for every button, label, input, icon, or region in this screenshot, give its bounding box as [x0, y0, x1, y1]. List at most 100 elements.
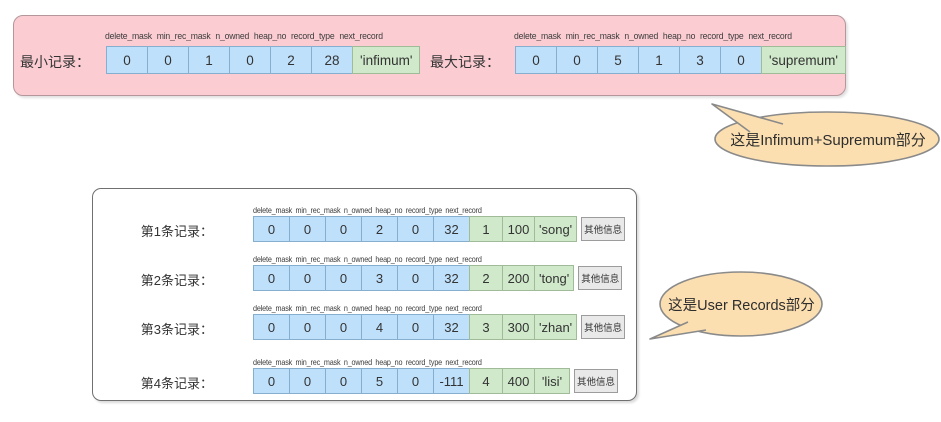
record-4-label: 第4条记录：	[140, 376, 213, 391]
min-delete-mask-cell: 0	[106, 46, 148, 74]
field-header-label: delete_mask	[253, 357, 293, 367]
field-header-label: next_record	[445, 254, 482, 264]
other-info-cell: 其他信息	[581, 315, 626, 339]
column2-cell: 300	[502, 314, 535, 340]
max-record-type-cell: 3	[679, 46, 721, 74]
field-header-label: next_record	[748, 31, 792, 41]
field-header-label: delete_mask	[253, 254, 293, 264]
field-header-label: delete_mask	[105, 31, 152, 41]
record-3-label: 第3条记录：	[140, 322, 213, 337]
record-type-cell: 0	[397, 368, 434, 394]
min-record-row: 0 0 1 0 2 28 'infimum'	[106, 46, 421, 74]
field-header-label: n_owned	[215, 31, 250, 41]
field-header-label: next_record	[339, 31, 383, 41]
max-n-owned-cell: 5	[597, 46, 639, 74]
next-record-cell: 32	[433, 265, 470, 291]
field-header-label: min_rec_mask	[156, 31, 211, 41]
record-2-cells: 0 0 0 3 0 32 2 200 'tong' 其他信息	[253, 265, 623, 291]
field-header-label: heap_no	[375, 205, 403, 215]
min-min-rec-mask-cell: 0	[147, 46, 189, 74]
record-2-label: 第2条记录：	[140, 273, 213, 288]
max-delete-mask-cell: 0	[515, 46, 557, 74]
column2-cell: 400	[502, 368, 535, 394]
field-header-label: min_rec_mask	[565, 31, 620, 41]
user-records-callout-bubble	[649, 271, 823, 340]
user-records-callout-text: 这是User Records部分	[668, 297, 815, 314]
min-heap-no-cell: 0	[229, 46, 271, 74]
column2-cell: 200	[502, 265, 535, 291]
bubble-tail	[649, 321, 707, 340]
max-next-record-cell: 0	[720, 46, 762, 74]
min-rec-mask-cell: 0	[289, 368, 326, 394]
other-info-cell: 其他信息	[578, 266, 623, 290]
field-header-label: heap_no	[662, 31, 696, 41]
field-header-label: record_type	[291, 31, 335, 41]
supremum-name-cell: 'supremum'	[761, 46, 846, 74]
bubble-tail	[711, 103, 784, 133]
field-header-label: heap_no	[375, 357, 403, 367]
next-record-cell: 32	[433, 314, 470, 340]
other-info-cell: 其他信息	[581, 217, 626, 241]
record-type-cell: 0	[397, 314, 434, 340]
min-record-type-cell: 2	[270, 46, 312, 74]
field-header-label: delete_mask	[514, 31, 561, 41]
delete-mask-cell: 0	[253, 216, 290, 242]
delete-mask-cell: 0	[253, 265, 290, 291]
field-header-label: record_type	[405, 254, 443, 264]
field-header-label: next_record	[445, 303, 482, 313]
infimum-name-cell: 'infimum'	[352, 46, 421, 74]
field-header-label: n_owned	[343, 205, 372, 215]
field-header-label: next_record	[445, 357, 482, 367]
min-rec-mask-cell: 0	[289, 216, 326, 242]
min-n-owned-cell: 1	[188, 46, 230, 74]
field-header-label: n_owned	[343, 303, 372, 313]
max-min-rec-mask-cell: 0	[556, 46, 598, 74]
column2-cell: 100	[502, 216, 535, 242]
field-header-label: delete_mask	[253, 303, 293, 313]
field-header-label: record_type	[405, 205, 443, 215]
n-owned-cell: 0	[325, 216, 362, 242]
column3-cell: 'song'	[534, 216, 578, 242]
heap-no-cell: 5	[361, 368, 398, 394]
record-4-cells: 0 0 0 5 0 -111 4 400 'lisi' 其他信息	[253, 368, 618, 394]
column3-cell: 'tong'	[534, 265, 575, 291]
column3-cell: 'zhan'	[534, 314, 578, 340]
column3-cell: 'lisi'	[534, 368, 570, 394]
max-record-row: 0 0 5 1 3 0 'supremum'	[515, 46, 846, 74]
max-record-label: 最大记录：	[430, 54, 500, 70]
min-rec-mask-cell: 0	[289, 265, 326, 291]
heap-no-cell: 3	[361, 265, 398, 291]
max-heap-no-cell: 1	[638, 46, 680, 74]
field-header-label: n_owned	[343, 254, 372, 264]
field-header-label: n_owned	[624, 31, 659, 41]
field-header-label: min_rec_mask	[295, 205, 341, 215]
primary-key-cell: 4	[469, 368, 503, 394]
field-header-label: heap_no	[375, 254, 403, 264]
field-header-label: n_owned	[343, 357, 372, 367]
primary-key-cell: 1	[469, 216, 503, 242]
min-next-record-cell: 28	[311, 46, 353, 74]
record-type-cell: 0	[397, 265, 434, 291]
field-header-label: record_type	[700, 31, 744, 41]
heap-no-cell: 2	[361, 216, 398, 242]
min-record-label: 最小记录：	[20, 54, 90, 70]
next-record-cell: -111	[433, 368, 470, 394]
field-header-label: heap_no	[253, 31, 287, 41]
field-header-label: next_record	[445, 205, 482, 215]
field-header-label: min_rec_mask	[295, 303, 341, 313]
field-header-label: heap_no	[375, 303, 403, 313]
record-1-cells: 0 0 0 2 0 32 1 100 'song' 其他信息	[253, 216, 626, 242]
delete-mask-cell: 0	[253, 314, 290, 340]
primary-key-cell: 2	[469, 265, 503, 291]
